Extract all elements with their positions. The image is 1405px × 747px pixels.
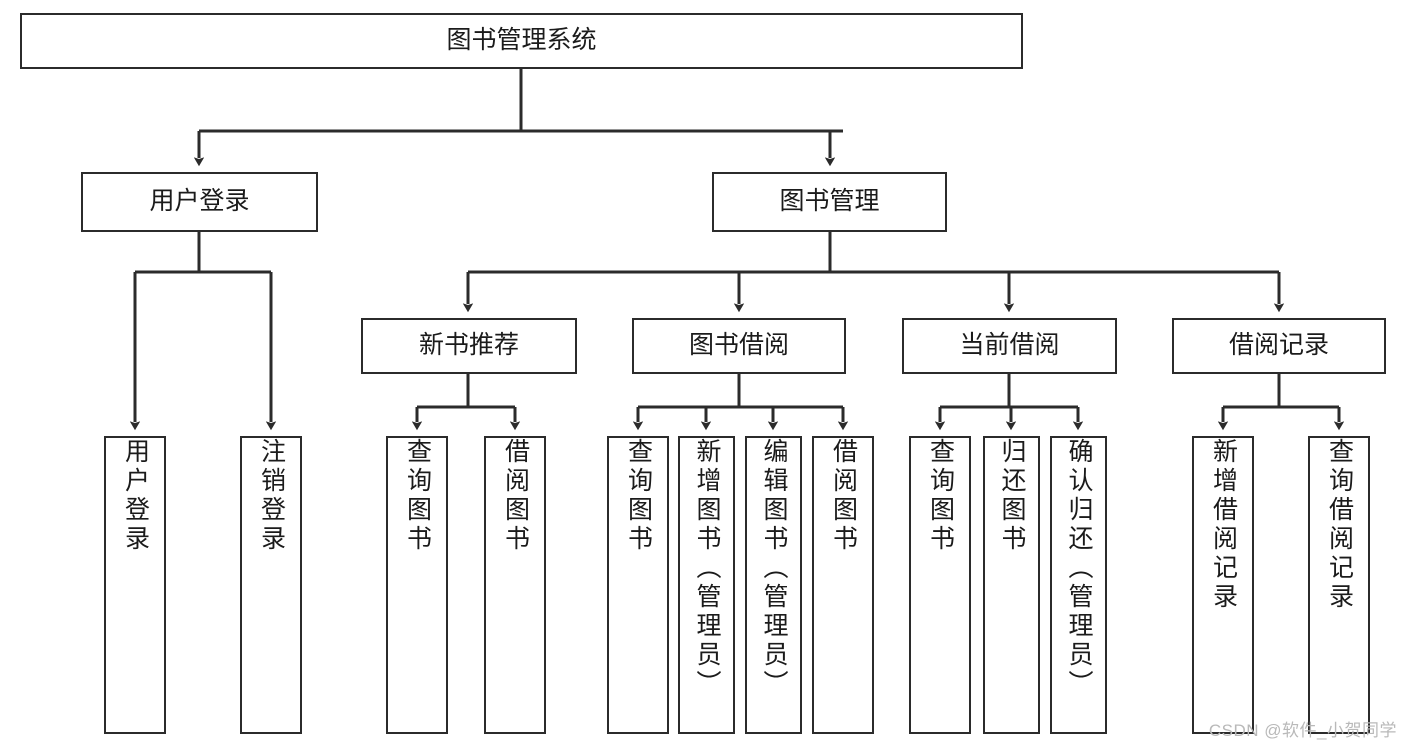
node-leaf-confirm-return-admin-label: 确认归还（管理员）	[1065, 438, 1093, 699]
watermark: CSDN @软件_小贺同学	[1208, 721, 1397, 740]
node-leaf-query-borrow-record-label: 查询借阅记录	[1325, 438, 1354, 612]
node-leaf-return-book[interactable]: 归还图书	[983, 436, 1040, 734]
node-leaf-borrow-book[interactable]: 借阅图书	[812, 436, 874, 734]
node-leaf-borrow-book-rec[interactable]: 借阅图书	[484, 436, 546, 734]
node-current-borrow-label: 当前借阅	[959, 331, 1060, 360]
node-leaf-add-book-admin[interactable]: 新增图书（管理员）	[678, 436, 735, 734]
node-current-borrow[interactable]: 当前借阅	[902, 318, 1117, 374]
node-user-login[interactable]: 用户登录	[81, 172, 318, 232]
node-leaf-edit-book-admin-label: 编辑图书（管理员）	[760, 438, 788, 699]
node-leaf-user-login[interactable]: 用户登录	[104, 436, 166, 734]
node-leaf-user-login-label: 用户登录	[121, 438, 150, 554]
node-leaf-add-borrow-record-label: 新增借阅记录	[1209, 438, 1238, 612]
node-book-borrow[interactable]: 图书借阅	[632, 318, 846, 374]
node-leaf-query-book-borrow-label: 查询图书	[624, 438, 653, 554]
node-book-manage[interactable]: 图书管理	[712, 172, 947, 232]
node-leaf-user-logout[interactable]: 注销登录	[240, 436, 302, 734]
node-root[interactable]: 图书管理系统	[20, 13, 1023, 69]
node-new-book-recommend[interactable]: 新书推荐	[361, 318, 577, 374]
node-leaf-query-book-rec-label: 查询图书	[403, 438, 432, 554]
node-leaf-query-book-cur[interactable]: 查询图书	[909, 436, 971, 734]
node-leaf-query-borrow-record[interactable]: 查询借阅记录	[1308, 436, 1370, 734]
node-borrow-record[interactable]: 借阅记录	[1172, 318, 1386, 374]
node-user-login-label: 用户登录	[149, 187, 250, 216]
node-leaf-confirm-return-admin[interactable]: 确认归还（管理员）	[1050, 436, 1107, 734]
node-leaf-add-borrow-record[interactable]: 新增借阅记录	[1192, 436, 1254, 734]
node-leaf-borrow-book-rec-label: 借阅图书	[501, 438, 530, 554]
node-leaf-borrow-book-label: 借阅图书	[829, 438, 858, 554]
node-leaf-user-logout-label: 注销登录	[257, 438, 286, 554]
node-leaf-return-book-label: 归还图书	[998, 438, 1026, 554]
node-leaf-add-book-admin-label: 新增图书（管理员）	[693, 438, 721, 699]
node-book-manage-label: 图书管理	[779, 187, 880, 216]
node-leaf-query-book-borrow[interactable]: 查询图书	[607, 436, 669, 734]
node-borrow-record-label: 借阅记录	[1228, 331, 1329, 360]
node-leaf-query-book-rec[interactable]: 查询图书	[386, 436, 448, 734]
node-new-book-recommend-label: 新书推荐	[418, 331, 519, 360]
node-leaf-query-book-cur-label: 查询图书	[926, 438, 955, 554]
node-root-label: 图书管理系统	[446, 26, 597, 55]
node-book-borrow-label: 图书借阅	[688, 331, 789, 360]
node-leaf-edit-book-admin[interactable]: 编辑图书（管理员）	[745, 436, 802, 734]
